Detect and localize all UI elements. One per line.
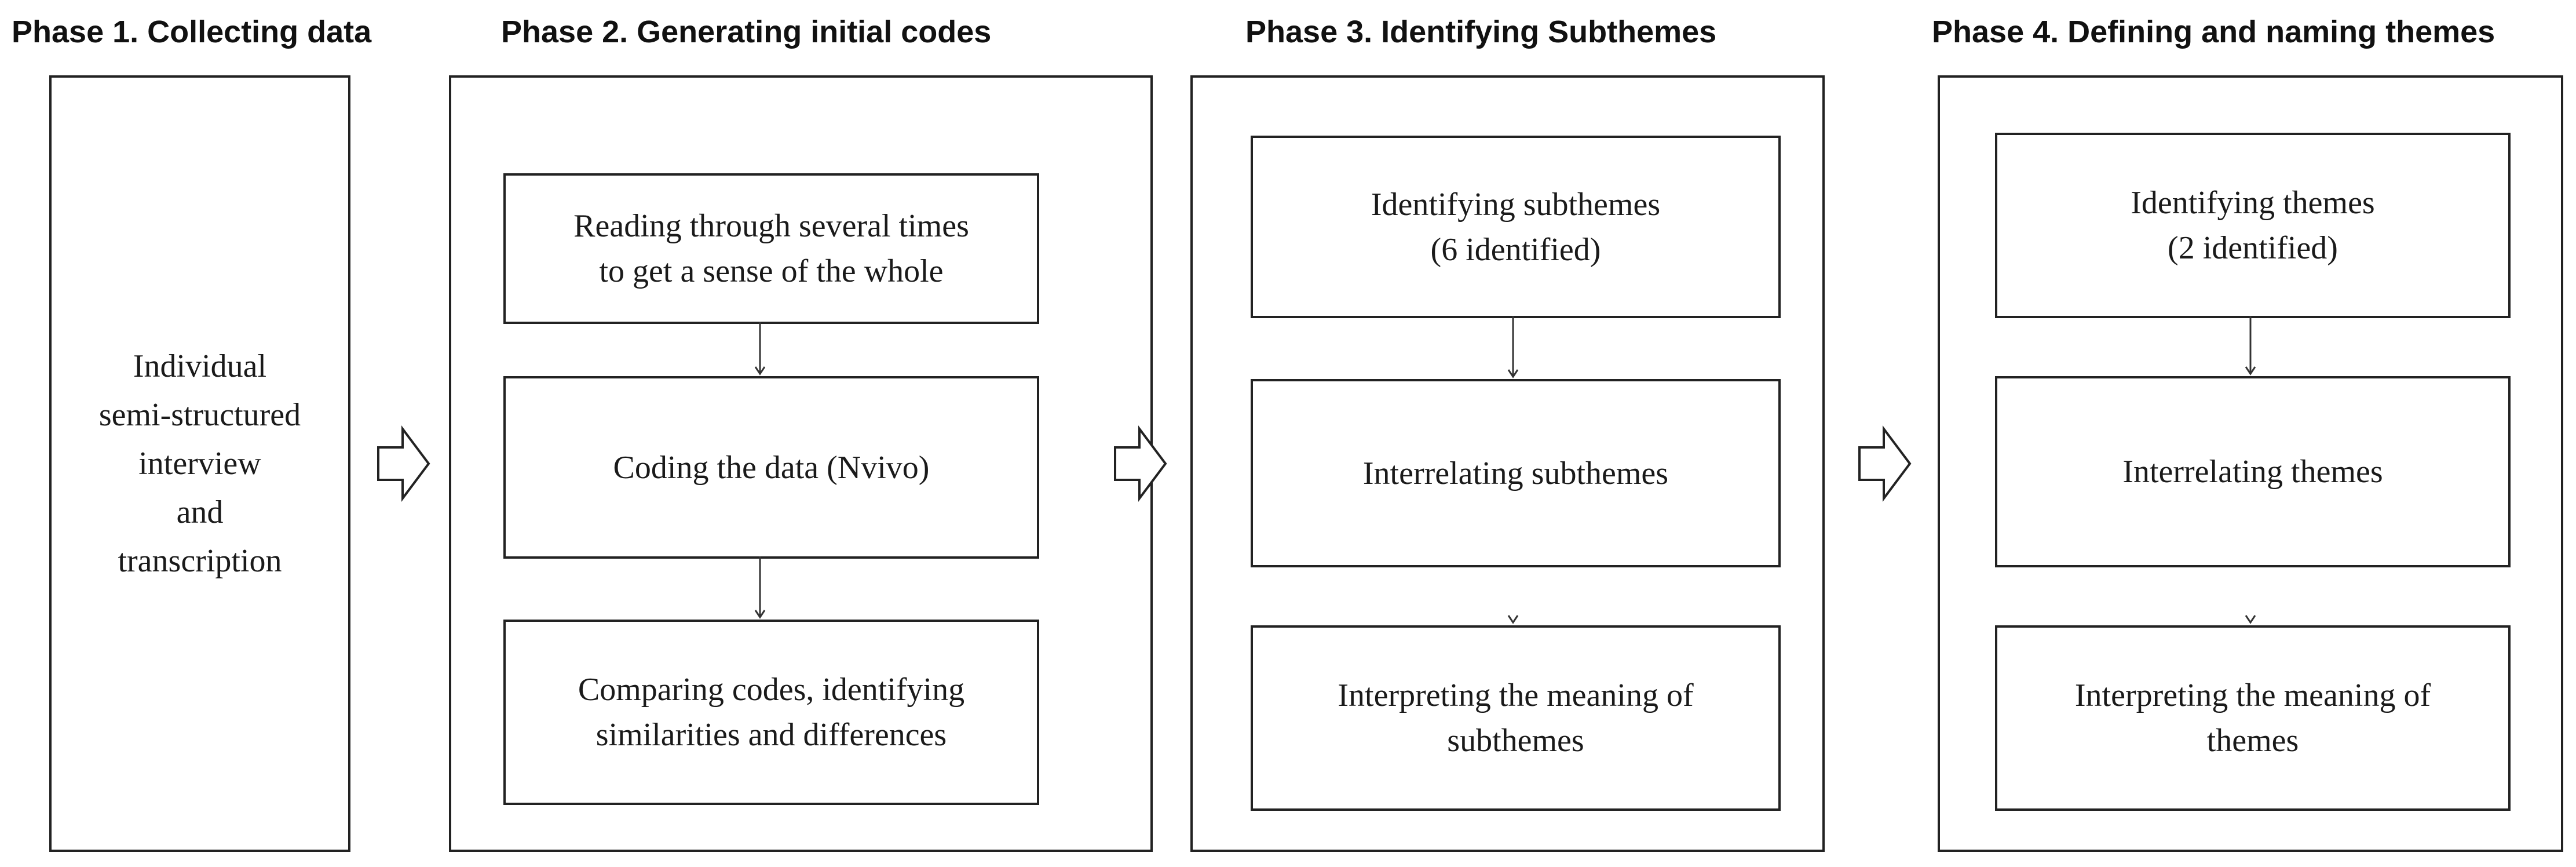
- phase-3-down-arrow-1: [1507, 316, 1519, 378]
- phase-4-title: Phase 4. Defining and naming themes: [1932, 14, 2495, 49]
- phase-3-to-4-arrow: [1858, 425, 1912, 502]
- phase-1-title: Phase 1. Collecting data: [12, 14, 372, 49]
- phase-2-step-2: Coding the data (Nvivo): [503, 376, 1039, 559]
- phase-2-to-3-arrow: [1114, 425, 1167, 502]
- phase-4-step-2: Interrelating themes: [1995, 376, 2511, 567]
- phase-4-down-arrow-2: [2245, 615, 2256, 624]
- phase-3-box: Identifying subthemes (6 identified) Int…: [1190, 75, 1825, 852]
- phase-4-step-1-label: Identifying themes (2 identified): [2131, 185, 2375, 266]
- phase-3-step-2: Interrelating subthemes: [1251, 379, 1781, 567]
- phase-3-down-arrow-2: [1507, 615, 1519, 624]
- phase-3-step-3: Interpreting the meaning of subthemes: [1251, 625, 1781, 811]
- phase-3-step-3-label: Interpreting the meaning of subthemes: [1338, 677, 1694, 759]
- phase-2-down-arrow-1: [754, 322, 766, 376]
- phase-3-step-2-label: Interrelating subthemes: [1362, 455, 1669, 491]
- phase-1-content: Individual semi-structured interview and…: [98, 348, 301, 579]
- phase-3-title: Phase 3. Identifying Subthemes: [1245, 14, 1717, 49]
- phase-4-step-3: Interpreting the meaning of themes: [1995, 625, 2511, 811]
- phase-4-box: Identifying themes (2 identified) Interr…: [1938, 75, 2563, 852]
- phase-4-down-arrow-1: [2245, 316, 2256, 376]
- phase-4-step-1: Identifying themes (2 identified): [1995, 133, 2511, 318]
- phase-1-to-2-arrow: [377, 425, 430, 502]
- phase-2-step-3-label: Comparing codes, identifying similaritie…: [578, 672, 965, 753]
- phase-2-step-1: Reading through several times to get a s…: [503, 173, 1039, 324]
- phase-3-step-1-label: Identifying subthemes (6 identified): [1371, 186, 1661, 268]
- phase-2-step-1-label: Reading through several times to get a s…: [573, 208, 969, 289]
- phase-1-box: Individual semi-structured interview and…: [49, 75, 350, 852]
- phase-2-step-3: Comparing codes, identifying similaritie…: [503, 620, 1039, 805]
- phase-4-step-3-label: Interpreting the meaning of themes: [2074, 677, 2431, 759]
- phase-2-step-2-label: Coding the data (Nvivo): [613, 449, 930, 486]
- phase-2-down-arrow-2: [754, 556, 766, 619]
- phase-3-step-1: Identifying subthemes (6 identified): [1251, 136, 1781, 318]
- phase-4-step-2-label: Interrelating themes: [2122, 454, 2383, 490]
- phase-2-box: Reading through several times to get a s…: [449, 75, 1153, 852]
- phase-2-title: Phase 2. Generating initial codes: [501, 14, 992, 49]
